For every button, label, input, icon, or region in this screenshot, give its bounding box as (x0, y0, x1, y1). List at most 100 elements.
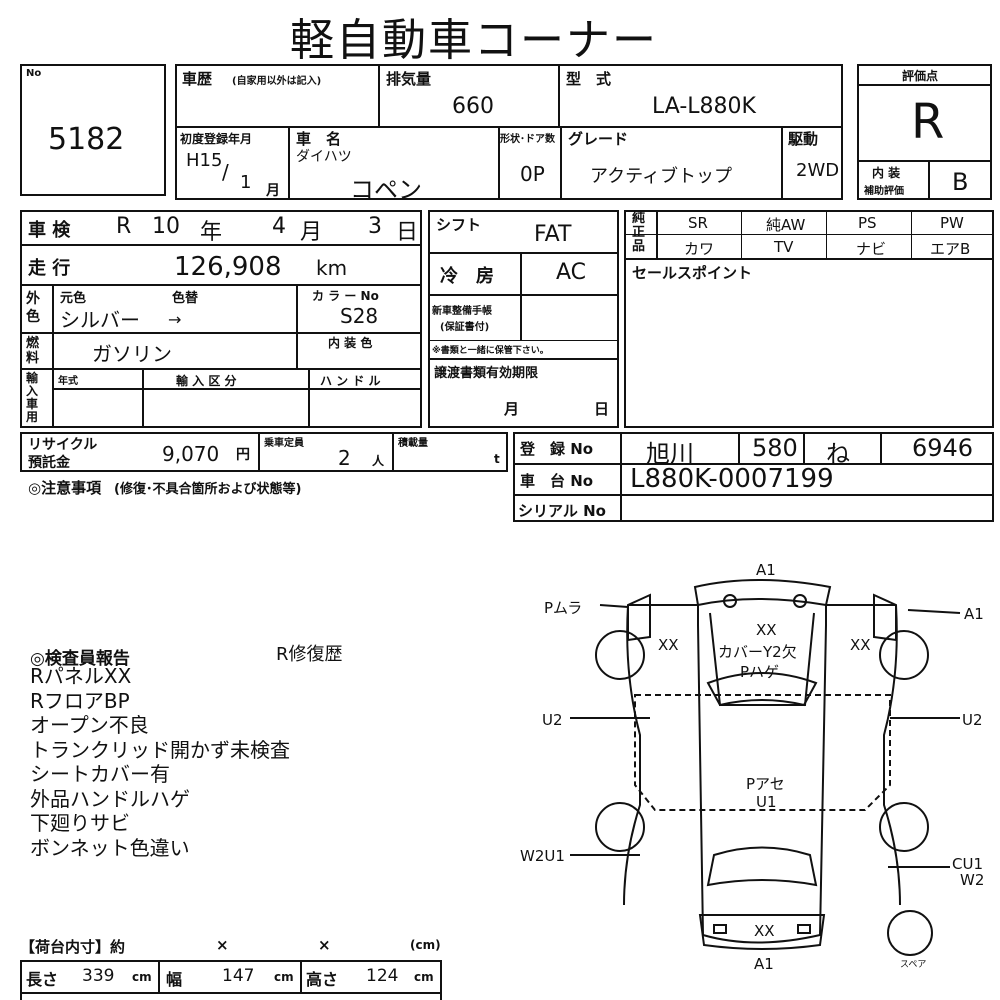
fuel-label: 燃料 (26, 336, 40, 366)
registration-number: 6946 (912, 434, 974, 462)
equip-leather: カワ (684, 240, 715, 258)
spare-label: スペア (900, 960, 926, 970)
cargo-grid (20, 960, 442, 994)
equip-airbag: エアB (930, 240, 971, 258)
repair-history: R修復歴 (276, 644, 343, 665)
cargo-length-unit: cm (132, 970, 152, 984)
drive-label: 駆動 (788, 130, 819, 148)
ac-value: AC (556, 260, 587, 285)
capacity-label: 乗車定員 (264, 438, 304, 449)
inspection-label: 車 検 (28, 220, 71, 241)
registration-label: 登 録 No (520, 440, 594, 458)
drive-value: 2WD (796, 160, 840, 181)
note-line: RフロアBP (30, 688, 130, 713)
transfer-docs-label: 譲渡書類有効期限 (434, 366, 539, 381)
car-diagram: A1 Pムラ A1 XX XX XX カバーY2欠 Pハゲ U2 U2 Pアセ … (520, 561, 984, 973)
model-type-value: LA-L880K (652, 94, 756, 119)
inspection-year-unit: 年 (200, 220, 223, 245)
serial-label: シリアル No (518, 502, 606, 520)
fuel-value: ガソリン (92, 342, 172, 366)
note-line: RパネルXX (30, 664, 132, 688)
interior-score-label-2: 補助評価 (864, 186, 904, 197)
doors-value: 0P (520, 162, 545, 186)
orig-color-value: シルバー (60, 308, 140, 332)
cargo-label: 【荷台内寸】約 (20, 938, 126, 956)
first-reg-month: 1 (240, 172, 252, 193)
car-maker: ダイハツ (296, 149, 352, 165)
first-reg-month-unit: 月 (266, 183, 280, 199)
grade-value: アクティブトップ (590, 166, 733, 187)
damage-cover-note: カバーY2欠 (718, 643, 797, 661)
import-handle-label: ハ ン ド ル (320, 374, 381, 388)
color-change-label: 色替 (172, 291, 199, 306)
damage-w2u1: W2U1 (520, 847, 565, 865)
equip-aw: 純AW (766, 216, 806, 234)
damage-cu1: CU1 (952, 855, 983, 873)
inspection-era: R (116, 214, 132, 239)
model-type-label: 型 式 (566, 70, 612, 88)
score-box (857, 64, 992, 200)
color-arrow: → (168, 310, 182, 329)
displacement-label: 排気量 (386, 70, 432, 88)
note-line: オープン不良 (30, 713, 149, 737)
equip-pw: PW (940, 214, 964, 232)
transfer-day: 日 (594, 400, 610, 418)
capacity-value: 2 (338, 446, 351, 470)
registration-class: 580 (752, 434, 798, 462)
note-line: ボンネット色違い (30, 835, 190, 860)
registration-region: 旭川 (646, 440, 694, 468)
history-sub: (自家用以外は記入) (232, 76, 322, 87)
caution-sub: (修復･不具合箇所および状態等) (114, 482, 302, 497)
load-label: 積載量 (398, 438, 428, 449)
shift-label: シフト (436, 216, 482, 234)
maintenance-label: 新車整備手帳 (432, 306, 492, 317)
inspection-year: 10 (152, 214, 180, 239)
cargo-x1: × (216, 936, 229, 954)
equip-tv: TV (774, 238, 794, 256)
page-title: 軽自動車コーナー (290, 15, 658, 66)
transfer-month: 月 (504, 400, 520, 418)
damage-a1-right: A1 (964, 605, 984, 623)
damage-xx-left: XX (658, 636, 679, 654)
cargo-width-label: 幅 (166, 970, 183, 989)
interior-score-value: B (952, 168, 969, 196)
orig-color-label: 元色 (60, 291, 87, 306)
grade-label: グレード (568, 130, 629, 148)
import-year-label: 年式 (58, 376, 78, 387)
damage-xx-right: XX (850, 636, 871, 654)
damage-u1: U1 (756, 793, 777, 811)
equip-ps: PS (858, 214, 877, 232)
registration-grid (513, 432, 994, 522)
note-line: トランクリッド開かず未検査 (30, 737, 290, 762)
interior-color-label: 内 装 色 (328, 336, 373, 350)
lot-label: No (26, 68, 42, 79)
shift-value: FAT (534, 222, 572, 247)
equip-sr: SR (688, 214, 708, 232)
exterior-label: 外色 (26, 291, 40, 325)
import-category-label: 輸 入 区 分 (176, 374, 237, 388)
cargo-x2: × (318, 936, 331, 954)
cargo-height-unit: cm (414, 970, 434, 984)
damage-p-ase: Pアセ (746, 775, 785, 793)
equip-navi: ナビ (856, 240, 887, 258)
inspector-heading: ◎検査員報告 (30, 649, 130, 669)
chassis-label: 車 台 No (520, 472, 594, 490)
lot-number: 5182 (48, 122, 125, 157)
registration-kana: ね (826, 440, 850, 468)
cargo-length: 339 (82, 966, 115, 986)
doors-label: 形状･ドア数 (500, 134, 555, 145)
cargo-height: 124 (366, 966, 399, 986)
displacement-value: 660 (452, 94, 494, 119)
damage-u2-right: U2 (962, 711, 983, 729)
first-reg-label: 初度登録年月 (180, 132, 253, 146)
inspection-month: 4 (272, 214, 286, 239)
mileage-label: 走 行 (28, 258, 71, 279)
history-label: 車歴 (182, 70, 213, 88)
damage-w2: W2 (960, 871, 984, 889)
color-no-label: カ ラ ー No (312, 289, 379, 303)
cargo-length-label: 長さ (26, 970, 59, 989)
shift-ac-grid (428, 210, 619, 428)
damage-p-hage: Pハゲ (740, 663, 779, 681)
first-reg-year: H15 (186, 150, 223, 171)
mileage-value: 126,908 (174, 252, 282, 282)
